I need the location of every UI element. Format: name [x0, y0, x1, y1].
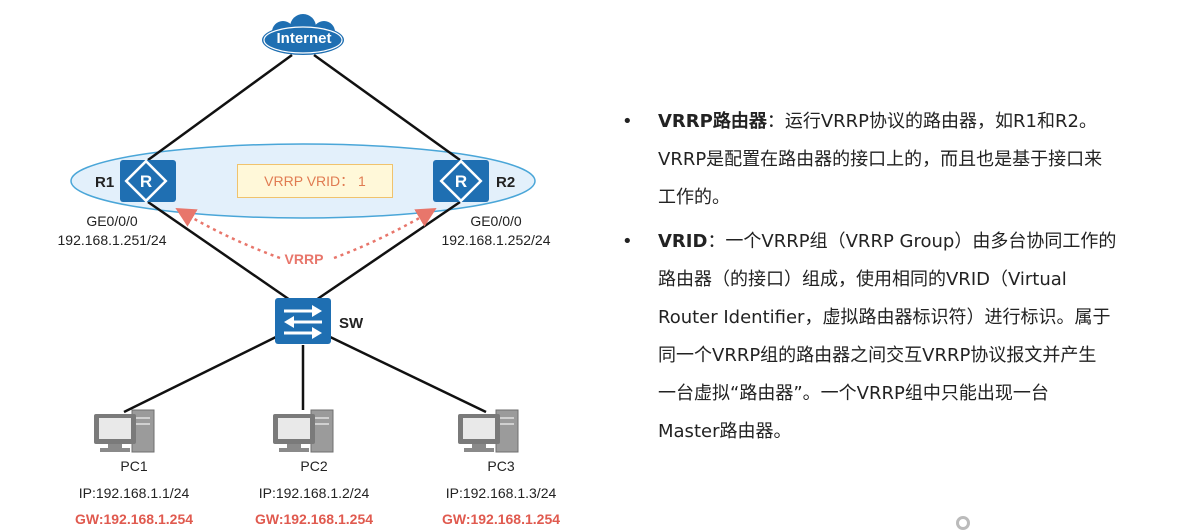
pc2-gw: GW:192.168.1.254 [254, 511, 374, 527]
explanation-list: • VRRP路由器：运行VRRP协议的路由器，如R1和R2。 VRRP是配置在路… [622, 103, 1182, 457]
bullet-marker: • [622, 231, 633, 252]
bullet-line: VRID：一个VRRP组（VRRP Group）由多台协同工作的 [658, 223, 1182, 261]
svg-text:R: R [455, 172, 467, 191]
link-r1-switch [147, 200, 291, 302]
bullet-line: VRRP路由器：运行VRRP协议的路由器，如R1和R2。 [658, 103, 1182, 141]
pc1-gw: GW:192.168.1.254 [74, 511, 194, 527]
r1-ip: 192.168.1.251/24 [57, 232, 167, 248]
bullet-line: 同一个VRRP组的路由器之间交互VRRP协议报文并产生 [658, 345, 1097, 366]
internet-cloud-icon [262, 14, 344, 55]
bullet-vrrp-router: • VRRP路由器：运行VRRP协议的路由器，如R1和R2。 VRRP是配置在路… [622, 103, 1182, 217]
bullet-term: VRRP路由器 [658, 111, 767, 132]
bullet-line: VRRP是配置在路由器的接口上的，而且也是基于接口来 [658, 149, 1103, 170]
r1-interface: GE0/0/0 [86, 213, 138, 229]
internet-label: Internet [276, 30, 332, 47]
link-switch-pc3 [325, 333, 487, 414]
pc3-ip: IP:192.168.1.3/24 [445, 485, 557, 501]
bullet-line: 工作的。 [658, 187, 730, 208]
vrrp-arrow-to-r2 [333, 207, 437, 260]
bullet-term: VRID [658, 231, 708, 252]
link-switch-pc1 [123, 333, 281, 414]
bullet-marker: • [622, 111, 633, 132]
bullet-text: ：一个VRRP组（VRRP Group）由多台协同工作的 [707, 231, 1117, 252]
pc3-name: PC3 [487, 458, 515, 474]
vrrp-label: VRRP [284, 251, 324, 267]
r2-interface: GE0/0/0 [470, 213, 522, 229]
link-internet-r1 [147, 53, 293, 162]
r2-label: R2 [496, 174, 516, 191]
pc1-icon [94, 409, 155, 453]
bullet-line: 路由器（的接口）组成，使用相同的VRID（Virtual [658, 269, 1067, 290]
bullet-text: ：运行VRRP协议的路由器，如R1和R2。 [766, 111, 1097, 132]
pc1-ip: IP:192.168.1.1/24 [78, 485, 190, 501]
bullet-vrid: • VRID：一个VRRP组（VRRP Group）由多台协同工作的 路由器（的… [622, 223, 1182, 451]
link-internet-r2 [313, 53, 461, 162]
bullet-line: Router Identifier，虚拟路由器标识符）进行标识。属于 [658, 307, 1111, 328]
r1-label: R1 [95, 174, 115, 191]
switch-icon [275, 298, 331, 344]
pc2-name: PC2 [300, 458, 328, 474]
pc3-icon [458, 409, 519, 453]
router-r1-icon: R [120, 159, 176, 203]
router-r2-icon: R [433, 159, 489, 203]
svg-text:R: R [140, 172, 152, 191]
watermark-icon [956, 516, 970, 530]
pc3-gw: GW:192.168.1.254 [441, 511, 561, 527]
switch-label: SW [339, 315, 364, 332]
vrid-box: VRRP VRID： 1 [237, 164, 393, 198]
bullet-line: 一台虚拟“路由器”。一个VRRP组中只能出现一台 [658, 383, 1049, 404]
pc1-name: PC1 [120, 458, 148, 474]
r2-ip: 192.168.1.252/24 [441, 232, 551, 248]
pc2-icon [273, 409, 334, 453]
pc2-ip: IP:192.168.1.2/24 [258, 485, 370, 501]
bullet-line: Master路由器。 [658, 421, 792, 442]
